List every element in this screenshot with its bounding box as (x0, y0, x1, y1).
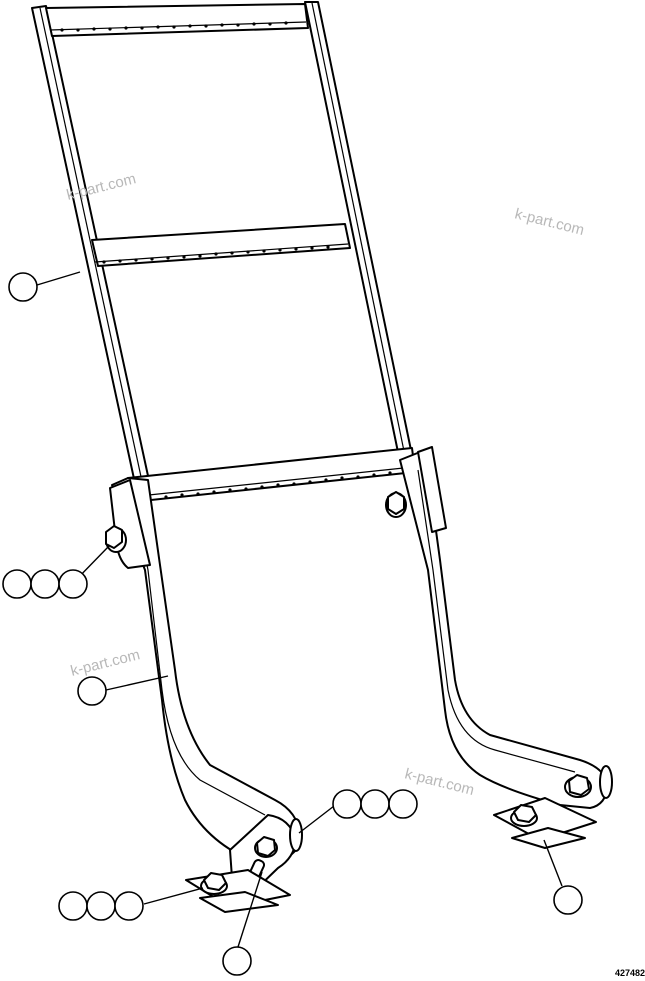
middle-rung (91, 223, 351, 267)
watermark-2: k-part.com (513, 205, 586, 239)
rung-holes (60, 21, 392, 500)
right-upper-bolt (385, 491, 407, 518)
leader-left-plate (237, 871, 263, 948)
callout-left-plate (222, 946, 252, 976)
bottom-rung (127, 447, 416, 503)
middle-rung-holes (102, 245, 330, 264)
right-bracket (399, 449, 609, 809)
callout-upper-bolt-2 (30, 569, 60, 599)
callout-lower-bracket (77, 676, 107, 706)
right-pivot-bolt (564, 765, 613, 799)
drawing-number: 427482 (615, 968, 645, 978)
leader-base-bolt (143, 887, 204, 905)
upper-ladder-section (31, 1, 416, 503)
callout-upper-bolt-1 (2, 569, 32, 599)
callout-pivot-bolt-1 (332, 789, 362, 819)
left-foot-assembly (185, 814, 303, 913)
leader-lower-bracket (105, 675, 169, 691)
left-base-bolt (200, 872, 228, 895)
watermark-4: k-part.com (403, 765, 476, 799)
top-rung (45, 3, 309, 37)
left-upper-bolt (105, 525, 127, 553)
leader-upper-rail (36, 271, 81, 286)
top-rung-holes (60, 21, 288, 32)
right-flange (417, 446, 447, 533)
callouts (2, 271, 583, 976)
leader-right-foot (543, 839, 563, 887)
callout-upper-rail (8, 272, 38, 302)
callout-right-foot (553, 885, 583, 915)
callout-upper-bolt-3 (58, 569, 88, 599)
callout-base-bolt-2 (86, 891, 116, 921)
callout-base-bolt-1 (58, 891, 88, 921)
callout-pivot-bolt-2 (360, 789, 390, 819)
callout-base-bolt-3 (114, 891, 144, 921)
right-foot-assembly (493, 765, 613, 849)
callout-pivot-bolt-3 (388, 789, 418, 819)
right-base-bolt (510, 804, 538, 827)
left-pivot-bolt (254, 836, 278, 858)
watermark-3: k-part.com (69, 646, 142, 680)
leader-pivot-bolt (298, 805, 335, 834)
upper-pivot-bolts (105, 491, 407, 553)
